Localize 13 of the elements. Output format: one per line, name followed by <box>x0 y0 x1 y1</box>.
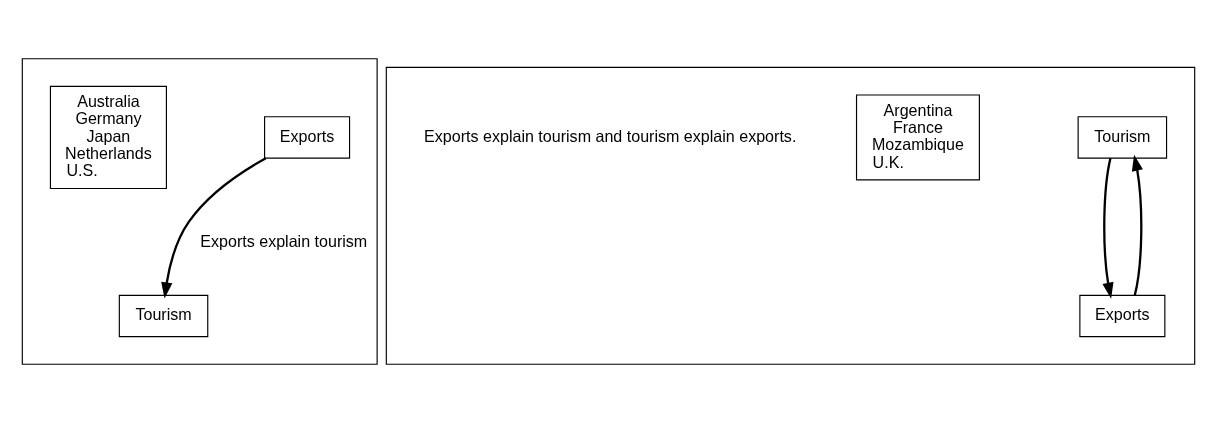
cluster <box>385 66 1196 365</box>
node-box: Exports <box>264 116 351 159</box>
node-box: Australia Germany Japan Netherlands U.S. <box>49 85 167 190</box>
label: Exports explain tourism and tourism explain exports. <box>424 126 797 145</box>
edge-label: Exports explain tourism <box>200 231 368 250</box>
node-box: Tourism <box>118 294 209 338</box>
arrow <box>1102 157 1114 299</box>
node-box: Argentina France Mozambique U.K. <box>855 94 980 181</box>
arrow <box>1131 154 1143 296</box>
node-box: Tourism <box>1077 116 1168 159</box>
node-box: Exports <box>1079 294 1166 338</box>
cluster <box>21 58 378 365</box>
arrow <box>161 157 267 299</box>
